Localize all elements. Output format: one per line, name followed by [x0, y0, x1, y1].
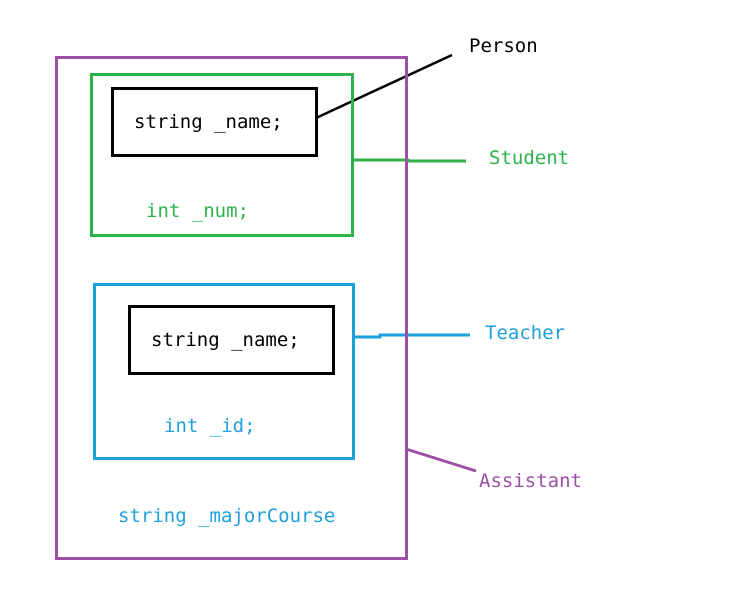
assistant-label: Assistant	[479, 470, 582, 492]
student-box	[90, 73, 354, 237]
teacher-label: Teacher	[485, 322, 566, 344]
teacher-id-field: int _id;	[164, 415, 256, 437]
teacher-box	[93, 283, 355, 460]
teacher-name-field: string _name;	[151, 329, 300, 351]
student-connector	[352, 158, 466, 163]
student-name-field: string _name;	[134, 111, 283, 133]
student-person-box	[111, 87, 318, 157]
assistant-box	[55, 56, 408, 560]
student-num-field: int _num;	[146, 200, 249, 222]
assistant-major-field: string _majorCourse	[118, 505, 336, 527]
teacher-connector	[352, 333, 470, 339]
person-connector	[315, 53, 453, 120]
assistant-connector	[405, 447, 477, 473]
teacher-person-box	[128, 305, 335, 375]
person-label: Person	[469, 35, 538, 57]
student-label: Student	[489, 147, 570, 169]
